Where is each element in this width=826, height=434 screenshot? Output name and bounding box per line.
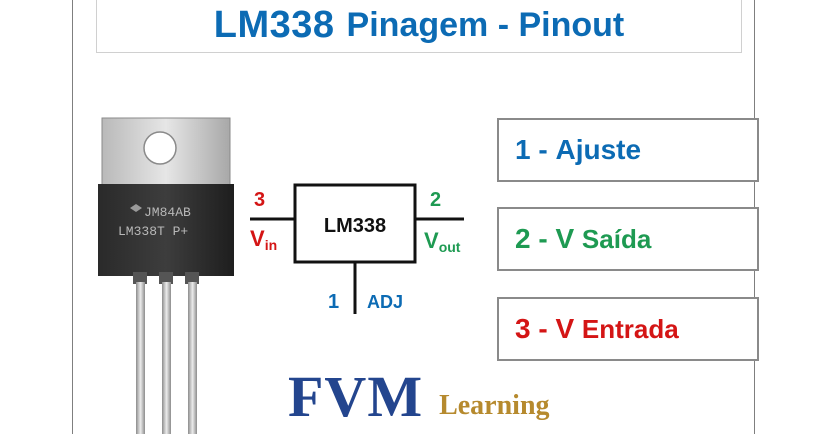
- legend-pin-3-label: Entrada: [581, 313, 679, 344]
- leg-2: [162, 282, 171, 434]
- legend-pin-3-number: 3 - V: [515, 313, 582, 344]
- vout-label: Vout: [424, 228, 461, 255]
- legend-pin-2: 2 - V Saída: [497, 207, 759, 271]
- brand-logo: FVM Learning: [288, 368, 550, 426]
- chip-body: JM84AB LM338T P+: [98, 184, 234, 276]
- legend-pin-2-label: Saída: [581, 223, 652, 254]
- adj-pin-number: 1: [328, 291, 339, 313]
- brand-tagline: Learning: [439, 390, 550, 421]
- title-banner: LM338 Pinagem - Pinout: [96, 0, 742, 53]
- brand-name: FVM: [288, 364, 424, 429]
- lm338-package-image: JM84AB LM338T P+: [98, 117, 234, 434]
- manufacturer-logo-icon: [130, 204, 142, 212]
- chip-marking-line2: LM338T P+: [118, 224, 188, 239]
- lm338-schematic-symbol: LM338 3 Vin 2 Vout 1 ADJ: [250, 183, 464, 314]
- leg-3: [188, 282, 197, 434]
- page-border-left: [72, 0, 73, 434]
- heatsink-tab: [101, 117, 231, 189]
- vin-pin-number: 3: [254, 189, 265, 211]
- ic-label: LM338: [324, 215, 386, 237]
- legend-pin-2-number: 2 - V: [515, 223, 582, 254]
- legend-pin-3: 3 - V Entrada: [497, 297, 759, 361]
- title-subtitle: Pinagem - Pinout: [346, 5, 625, 44]
- leg-1: [136, 282, 145, 434]
- chip-marking-line1: JM84AB: [144, 205, 191, 220]
- legend-pin-1-number: 1 -: [515, 134, 556, 165]
- ic-box: [293, 183, 417, 264]
- chip-legs: [133, 272, 199, 434]
- legend-pin-1-label: Ajuste: [555, 134, 642, 165]
- legend-pin-1: 1 - Ajuste: [497, 118, 759, 182]
- adj-label: ADJ: [367, 292, 403, 312]
- vin-label: Vin: [250, 226, 277, 253]
- vout-pin-number: 2: [430, 189, 441, 211]
- title-part-number: LM338: [213, 3, 335, 46]
